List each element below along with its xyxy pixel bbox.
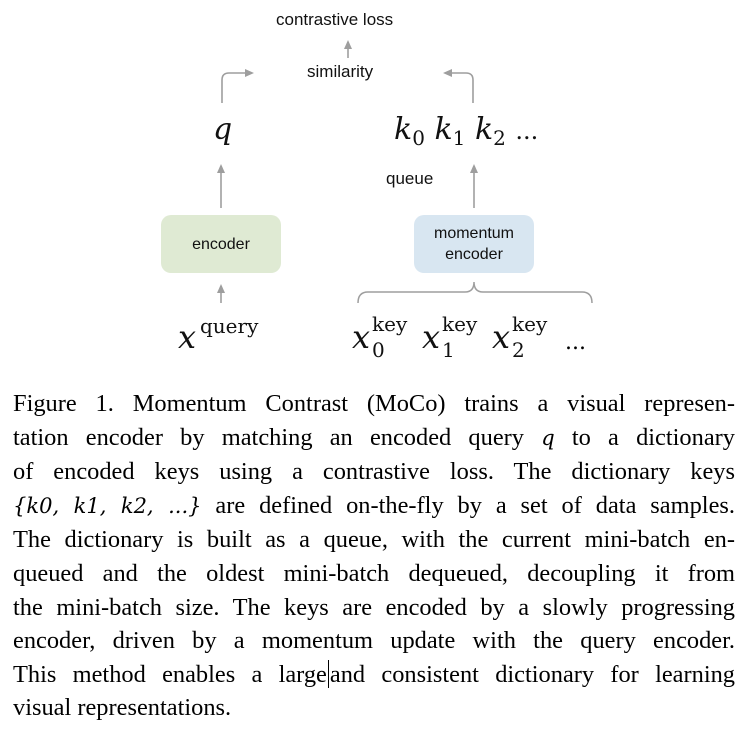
arrow-q-to-similarity	[221, 69, 254, 103]
caption-line: the mini-batch size. The keys are encode…	[13, 593, 735, 621]
caption-line: of encoded keys using a contrastive loss…	[13, 458, 735, 486]
encoder-box: encoder	[161, 215, 281, 273]
diagram-connectors	[217, 40, 593, 304]
encoder-label: encoder	[192, 235, 250, 253]
key-set: {k0, k1, k2, ...}	[13, 493, 202, 518]
key-inputs-brace	[357, 281, 593, 304]
query-symbol: q	[213, 112, 233, 147]
similarity-label: similarity	[307, 62, 374, 81]
caption-line: Figure 1. Momentum Contrast (MoCo) train…	[13, 390, 735, 417]
key-2: k2	[474, 112, 506, 150]
key-1: k1	[434, 112, 466, 150]
arrow-keys-to-similarity	[443, 69, 474, 103]
caption-line: queued and the oldest mini-batch dequeue…	[13, 559, 735, 587]
caption-line: {k0, k1, k2, ...} are defined on-the-fly…	[13, 491, 735, 519]
key-inputs-ellipsis: ...	[565, 330, 586, 355]
text-cursor	[327, 659, 329, 688]
queue-label: queue	[386, 169, 434, 188]
keys-ellipsis: ...	[515, 117, 539, 145]
moco-diagram: contrastive loss similarity q k0 k1 k2 .…	[161, 10, 593, 362]
contrastive-loss-label: contrastive loss	[276, 10, 394, 29]
caption-line: tation encoder by matching an encoded qu…	[13, 423, 735, 451]
key-0: k0	[394, 112, 425, 150]
caption-line: visual representations.	[13, 694, 232, 722]
figure-caption: Figure 1. Momentum Contrast (MoCo) train…	[13, 387, 735, 725]
caption-line: encoder, driven by a momentum update wit…	[13, 627, 735, 655]
keys-sequence: k0 k1 k2 ...	[394, 112, 538, 150]
caption-line: The dictionary is built as a queue, with…	[13, 526, 735, 554]
